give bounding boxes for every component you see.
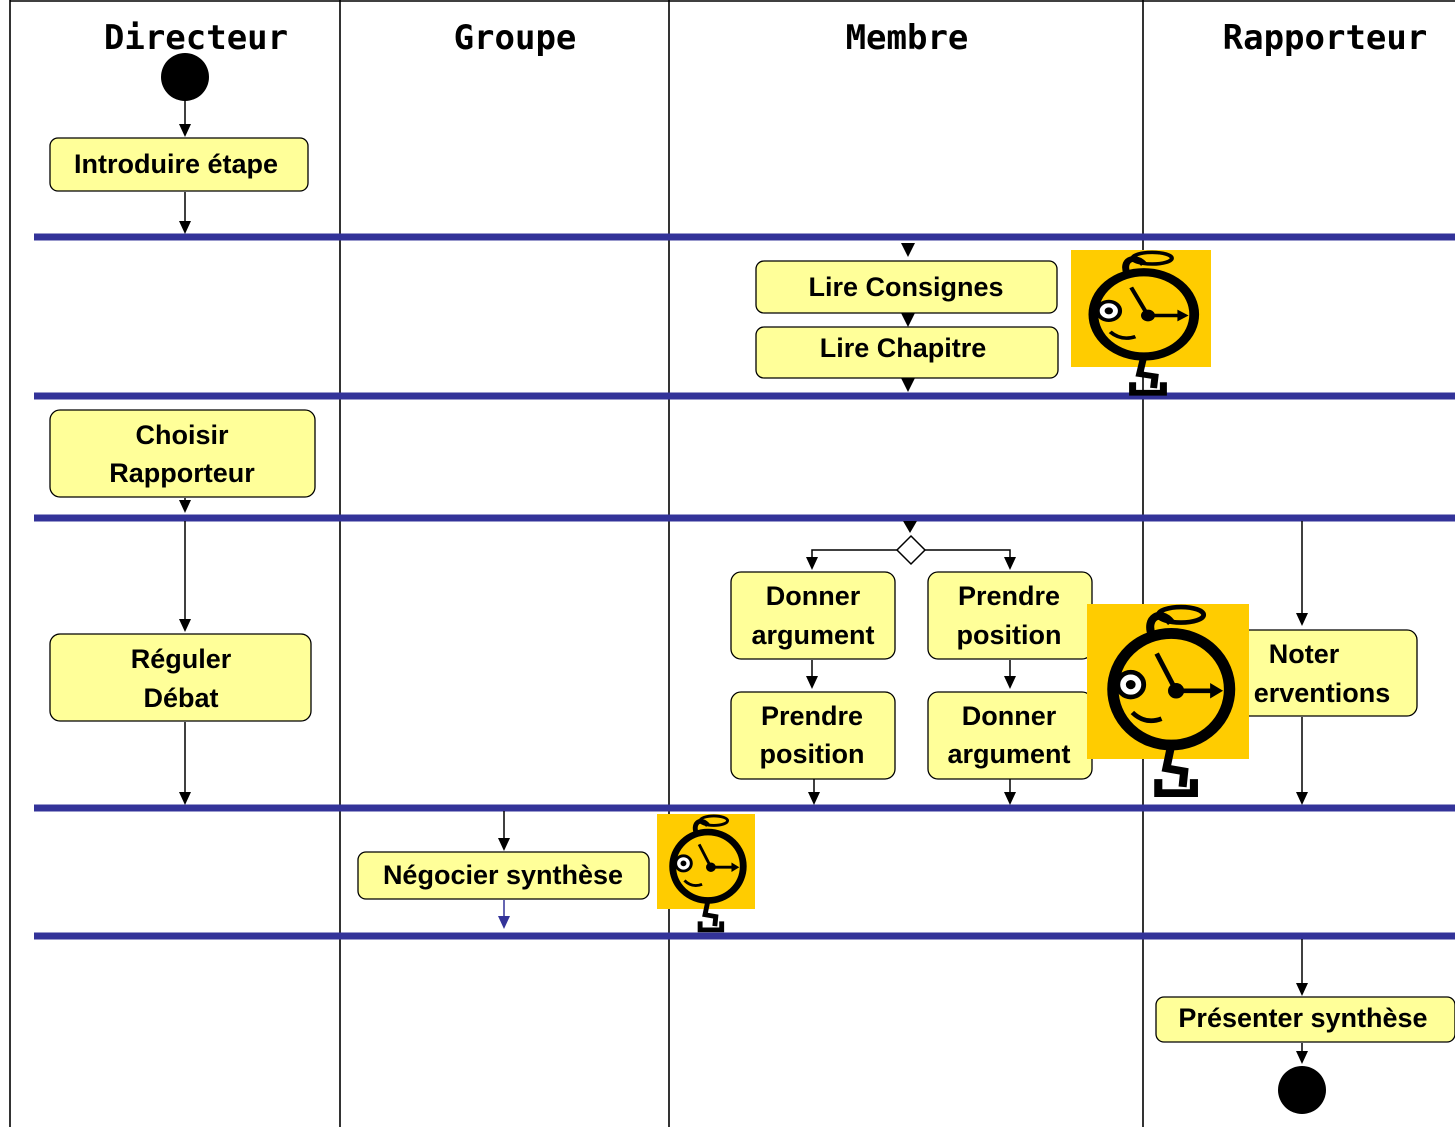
svg-text:position: position <box>957 620 1062 650</box>
svg-text:Débat: Débat <box>143 683 218 713</box>
lane-title-groupe: Groupe <box>454 18 577 58</box>
activity-prendre-position-1: Prendre position <box>927 571 1093 660</box>
svg-text:erventions: erventions <box>1254 678 1391 708</box>
lane-title-rapporteur: Rapporteur <box>1223 18 1428 58</box>
activity-prendre-position-2: Prendre position <box>730 691 896 780</box>
svg-text:Lire Chapitre: Lire Chapitre <box>820 333 987 363</box>
activity-choisir-rapporteur: Choisir Rapporteur <box>49 409 316 498</box>
activity-introduire-etape: Introduire étape <box>49 137 309 192</box>
svg-text:Prendre: Prendre <box>761 701 863 731</box>
activity-presenter-synthese: Présenter synthèse <box>1155 996 1455 1043</box>
activity-negocier-synthese: Négocier synthèse <box>357 851 650 900</box>
svg-text:Rapporteur: Rapporteur <box>109 458 255 488</box>
svg-text:argument: argument <box>947 739 1070 769</box>
stopwatch-icon <box>1071 250 1211 393</box>
activity-donner-argument-1: Donner argument <box>730 571 896 660</box>
activity-lire-chapitre: Lire Chapitre <box>755 326 1059 379</box>
svg-text:Introduire étape: Introduire étape <box>74 149 278 179</box>
svg-text:Noter: Noter <box>1269 639 1340 669</box>
lane-title-directeur: Directeur <box>104 18 288 58</box>
svg-text:Présenter synthèse: Présenter synthèse <box>1178 1003 1427 1033</box>
initial-node-icon <box>161 53 209 101</box>
decision-diamond-icon <box>895 534 927 566</box>
arrow-into-lire-consignes <box>901 243 915 257</box>
svg-text:position: position <box>760 739 865 769</box>
svg-text:Réguler: Réguler <box>131 644 232 674</box>
svg-text:Négocier synthèse: Négocier synthèse <box>383 860 623 890</box>
lane-title-membre: Membre <box>846 18 969 58</box>
svg-text:Donner: Donner <box>766 581 861 611</box>
final-node-icon <box>1278 1066 1326 1114</box>
activity-reguler-debat: Réguler Débat <box>49 633 312 722</box>
svg-text:Choisir: Choisir <box>135 420 229 450</box>
stopwatch-icon <box>657 814 755 930</box>
svg-text:Lire Consignes: Lire Consignes <box>808 272 1003 302</box>
svg-text:Donner: Donner <box>962 701 1057 731</box>
svg-text:argument: argument <box>751 620 874 650</box>
svg-text:Prendre: Prendre <box>958 581 1060 611</box>
stopwatch-icon <box>1087 604 1249 793</box>
activity-lire-consignes: Lire Consignes <box>755 260 1058 314</box>
activity-donner-argument-2: Donner argument <box>927 691 1093 780</box>
